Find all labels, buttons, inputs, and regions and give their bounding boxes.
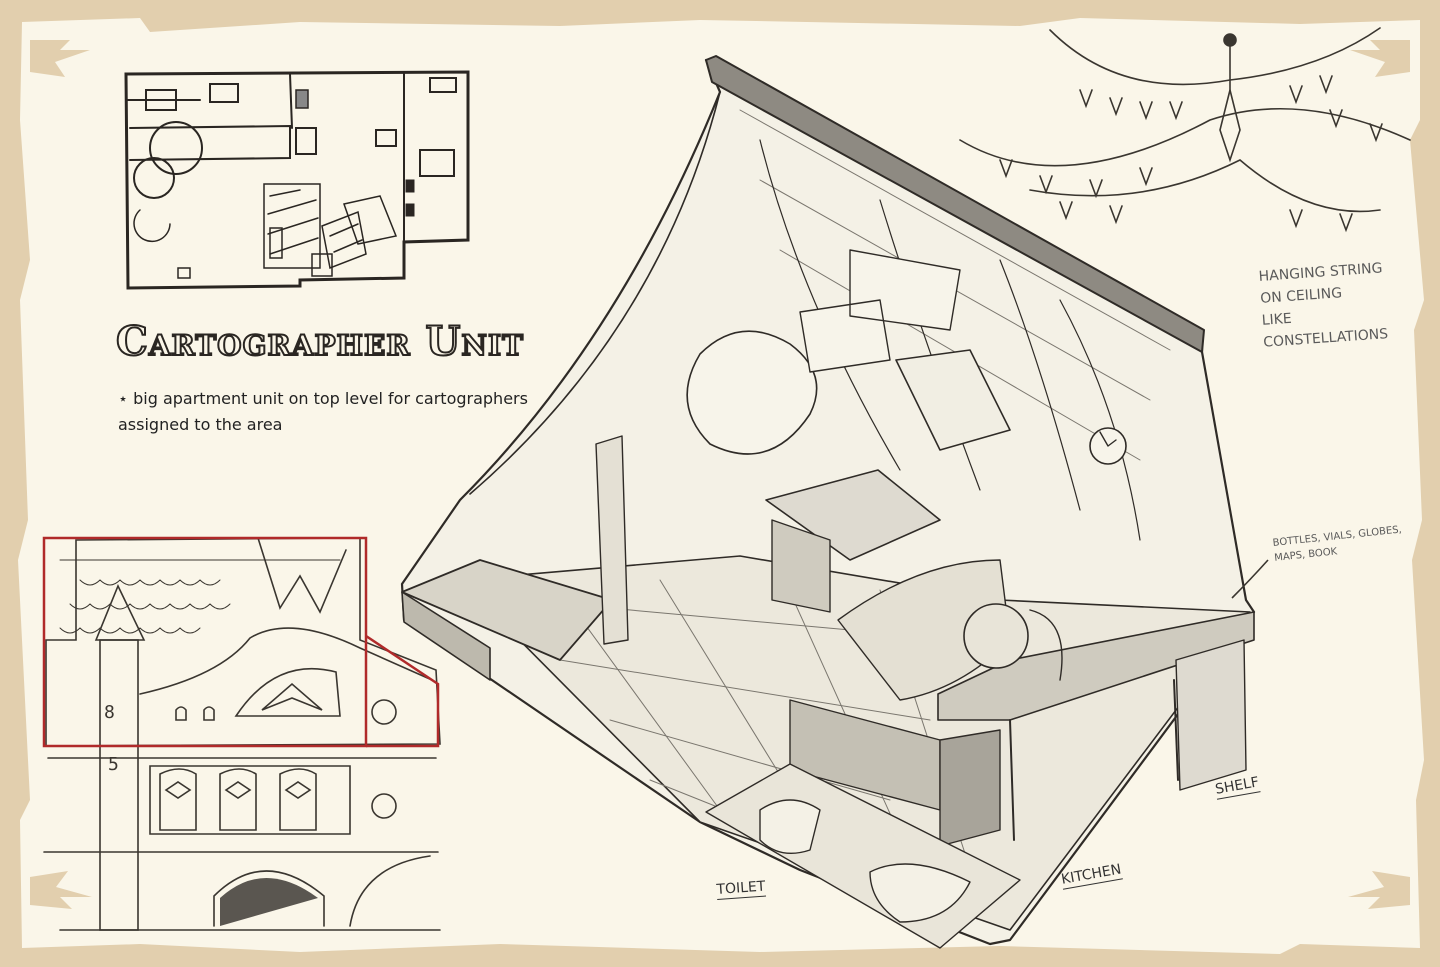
top-floor-highlight-edge	[365, 634, 440, 748]
floor-plan-sketch	[124, 70, 470, 290]
note-hanging-string: Hanging string on ceiling like constella…	[1258, 257, 1389, 354]
corner-ornaments	[30, 40, 1410, 909]
isometric-room-sketch	[400, 55, 1256, 949]
building-elevation-sketch: 8 5	[43, 537, 441, 931]
page-title: Cartographer Unit	[115, 317, 524, 366]
description-text: ⋆ big apartment unit on top level for ca…	[118, 389, 528, 434]
label-toilet: Toilet	[716, 878, 766, 898]
svg-text:5: 5	[108, 754, 119, 775]
hanging-strings-sketch	[959, 27, 1411, 233]
bottles-arrow	[1231, 559, 1269, 599]
top-floor-highlight	[42, 536, 368, 748]
svg-text:8: 8	[104, 702, 115, 723]
